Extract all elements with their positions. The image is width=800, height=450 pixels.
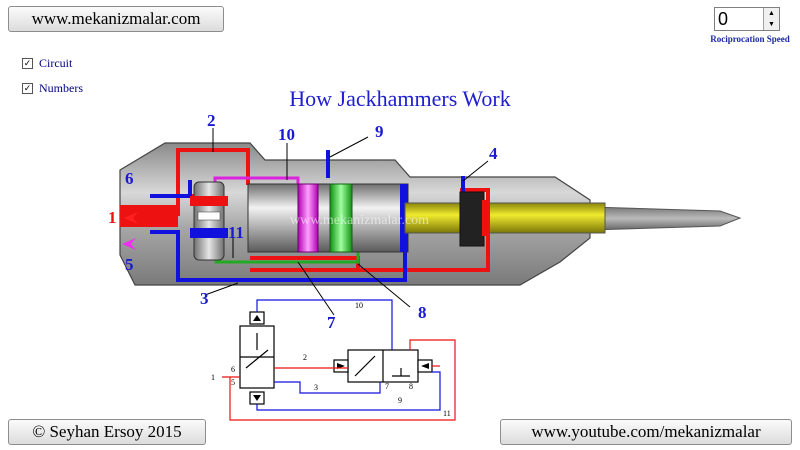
exhaust-arrow-icon xyxy=(122,238,136,250)
callout-leaders xyxy=(204,128,489,316)
callout-9: 9 xyxy=(375,122,384,141)
speed-value[interactable]: 0 xyxy=(718,9,729,29)
valve-spool xyxy=(193,181,225,261)
numbers-checkbox[interactable]: ✓ Numbers xyxy=(22,81,83,96)
striker-rod xyxy=(404,202,606,234)
circuit-label-5: 5 xyxy=(231,378,235,387)
circuit-label-8: 8 xyxy=(409,382,413,391)
site-link-button[interactable]: www.mekanizmalar.com xyxy=(8,6,224,32)
striker-collar xyxy=(459,191,485,247)
numbers-checkbox-label: Numbers xyxy=(39,81,83,95)
watermark-text: www.mekanizmalar.com xyxy=(290,213,429,228)
speed-label: Rociprocation Speed xyxy=(710,34,790,44)
page-title: How Jackhammers Work xyxy=(289,86,511,111)
tool-bit xyxy=(589,206,742,231)
circuit-label-10: 10 xyxy=(355,301,363,310)
circuit-label-7: 7 xyxy=(385,382,389,391)
circuit-label-3: 3 xyxy=(314,383,318,392)
circuit-labels: 10 2 6 1 5 3 7 8 9 11 xyxy=(211,301,451,418)
inlet-arrow-icon xyxy=(124,212,138,224)
callout-8: 8 xyxy=(418,303,427,322)
numbers-check-icon[interactable]: ✓ xyxy=(22,83,33,94)
callout-7: 7 xyxy=(327,313,336,332)
circuit-checkbox[interactable]: ✓ Circuit xyxy=(22,56,72,71)
circuit-checkbox-label: Circuit xyxy=(39,56,73,70)
callout-11: 11 xyxy=(228,223,244,242)
piston-magenta xyxy=(297,183,319,253)
circuit-label-9: 9 xyxy=(398,396,402,405)
decrement-arrow-icon[interactable]: ▼ xyxy=(763,19,779,30)
callout-1: 1 xyxy=(108,208,117,227)
callout-10: 10 xyxy=(278,125,295,144)
callout-2: 2 xyxy=(207,111,216,130)
callout-3: 3 xyxy=(200,289,209,308)
youtube-link-button[interactable]: www.youtube.com/mekanizmalar xyxy=(500,419,792,445)
piston-green xyxy=(329,183,353,253)
circuit-label-6: 6 xyxy=(231,365,235,374)
pneumatic-circuit xyxy=(222,299,456,421)
circuit-label-1: 1 xyxy=(211,373,215,382)
circuit-label-11: 11 xyxy=(443,409,451,418)
circuit-check-icon[interactable]: ✓ xyxy=(22,58,33,69)
cylinder xyxy=(247,183,409,253)
callout-4: 4 xyxy=(489,144,498,163)
callout-6: 6 xyxy=(125,169,134,188)
circuit-label-2: 2 xyxy=(303,353,307,362)
copyright-button[interactable]: © Seyhan Ersoy 2015 xyxy=(8,419,206,445)
callout-5: 5 xyxy=(125,255,134,274)
speed-stepper[interactable]: 0 ▲ ▼ xyxy=(714,7,780,31)
